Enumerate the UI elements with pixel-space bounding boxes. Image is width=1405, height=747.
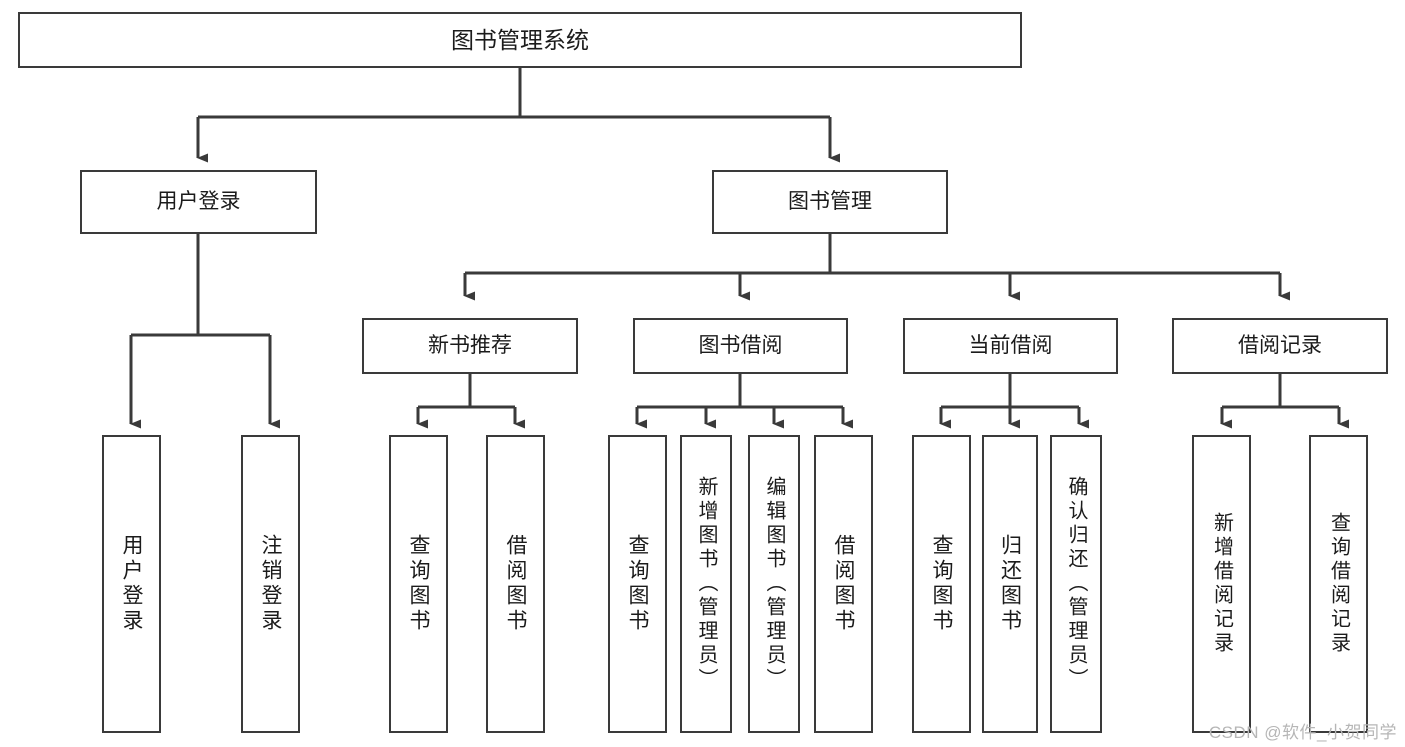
node-root-system[interactable]: 图书管理系统	[18, 12, 1022, 68]
leaf-book-borrow-borrow[interactable]: 借阅图书	[814, 435, 873, 733]
node-label: 新增图书（管理员）	[695, 476, 717, 692]
node-label: 查询图书	[930, 534, 953, 634]
leaf-user-login-login[interactable]: 用户登录	[102, 435, 161, 733]
node-borrow-records[interactable]: 借阅记录	[1172, 318, 1388, 374]
node-label: 归还图书	[998, 534, 1022, 634]
node-label: 查询借阅记录	[1327, 512, 1350, 656]
leaf-current-borrow-confirm-return[interactable]: 确认归还（管理员）	[1050, 435, 1102, 733]
node-label: 图书管理系统	[451, 26, 589, 53]
node-book-borrow[interactable]: 图书借阅	[633, 318, 848, 374]
leaf-new-book-query[interactable]: 查询图书	[389, 435, 448, 733]
node-label: 图书管理	[788, 189, 872, 213]
node-new-book-recommend[interactable]: 新书推荐	[362, 318, 578, 374]
node-label: 用户登录	[156, 189, 241, 213]
node-label: 借阅记录	[1238, 333, 1322, 357]
node-label: 编辑图书（管理员）	[763, 476, 785, 692]
leaf-borrow-records-query[interactable]: 查询借阅记录	[1309, 435, 1368, 733]
leaf-user-login-logout[interactable]: 注销登录	[241, 435, 300, 733]
node-label: 当前借阅	[968, 333, 1053, 357]
leaf-book-borrow-add[interactable]: 新增图书（管理员）	[680, 435, 732, 733]
node-label: 图书借阅	[698, 333, 783, 357]
node-label: 借阅图书	[504, 534, 527, 634]
leaf-current-borrow-return[interactable]: 归还图书	[982, 435, 1038, 733]
leaf-new-book-borrow[interactable]: 借阅图书	[486, 435, 545, 733]
leaf-book-borrow-edit[interactable]: 编辑图书（管理员）	[748, 435, 800, 733]
node-label: 用户登录	[120, 534, 143, 634]
node-label: 查询图书	[626, 534, 649, 634]
node-label: 借阅图书	[832, 534, 855, 634]
node-label: 新增借阅记录	[1210, 512, 1233, 656]
node-label: 新书推荐	[428, 333, 512, 357]
node-book-management[interactable]: 图书管理	[712, 170, 948, 234]
node-label: 确认归还（管理员）	[1065, 476, 1087, 692]
csdn-watermark: CSDN @软件_小贺同学	[1208, 723, 1397, 742]
leaf-book-borrow-query[interactable]: 查询图书	[608, 435, 667, 733]
node-current-borrow[interactable]: 当前借阅	[903, 318, 1118, 374]
node-label: 查询图书	[407, 534, 430, 634]
node-user-login[interactable]: 用户登录	[80, 170, 317, 234]
leaf-current-borrow-query[interactable]: 查询图书	[912, 435, 971, 733]
node-label: 注销登录	[259, 534, 282, 634]
leaf-borrow-records-add[interactable]: 新增借阅记录	[1192, 435, 1251, 733]
